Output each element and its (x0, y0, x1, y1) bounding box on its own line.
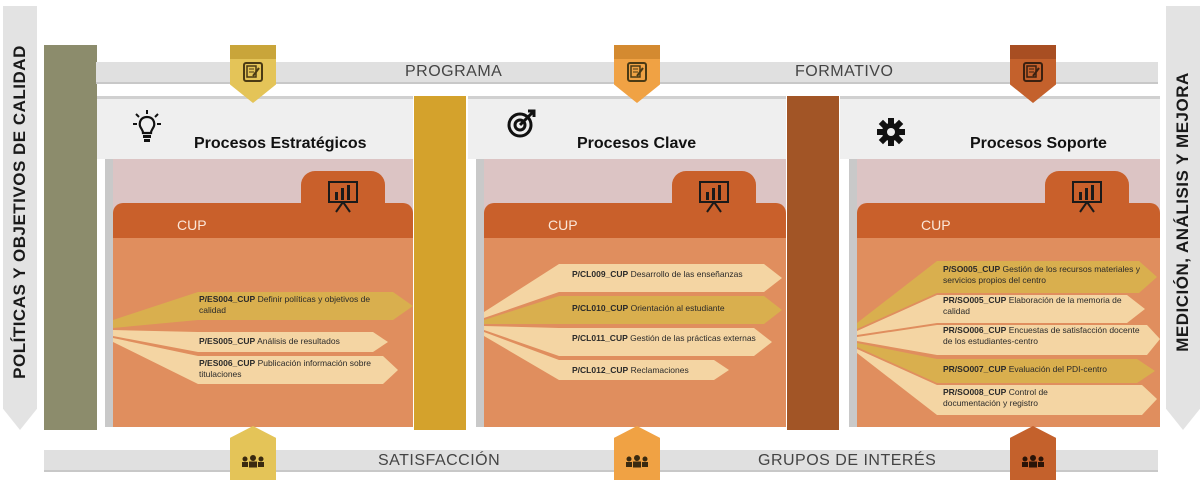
process-code: PR/SO007_CUP (943, 364, 1007, 374)
header-soporte: Procesos Soporte (840, 96, 1160, 159)
presentation-chart-icon (699, 181, 729, 213)
bottom-tab-clave (614, 426, 660, 480)
process-description: Gestión de las prácticas externas (630, 333, 756, 343)
presentation-chart-icon (328, 181, 358, 213)
edit-document-icon (243, 62, 263, 82)
process-code: P/CL011_CUP (572, 333, 628, 343)
process-item: PR/SO006_CUP Encuestas de satisfacción d… (943, 325, 1151, 346)
process-item: P/ES006_CUP Publicación información sobr… (199, 358, 379, 379)
process-description: Definir políticas y objetivos de calidad (199, 294, 371, 315)
chart-tab (301, 171, 385, 237)
process-code: PR/SO005_CUP (943, 295, 1007, 305)
process-item: P/ES005_CUP Análisis de resultados (199, 336, 399, 347)
bottom-band (44, 450, 1158, 472)
cup-label: CUP (177, 217, 207, 233)
process-description: Elaboración de la memoria de calidad (943, 295, 1122, 316)
header-estrategicos: Procesos Estratégicos (97, 96, 413, 159)
bottom-tab-soporte (1010, 426, 1056, 480)
people-group-icon (626, 455, 648, 468)
process-code: P/CL012_CUP (572, 365, 629, 375)
process-item: P/CL010_CUP Orientación al estudiante (572, 303, 782, 314)
process-code: PR/SO008_CUP (943, 387, 1007, 397)
edit-document-icon (627, 62, 647, 82)
chart-tab (1045, 171, 1129, 237)
column-title: Procesos Soporte (970, 135, 1107, 152)
process-description: Evaluación del PDI-centro (1008, 364, 1107, 374)
right-side-arrow (1166, 6, 1200, 430)
target-icon (507, 109, 536, 138)
process-item: P/SO005_CUP Gestión de los recursos mate… (943, 264, 1153, 285)
process-description: Publicación información sobre titulacion… (199, 358, 372, 379)
top-band-left-word: PROGRAMA (405, 63, 503, 80)
fan-arrows-clave (484, 264, 782, 380)
process-code: P/ES005_CUP (199, 336, 256, 346)
process-item: P/ES004_CUP Definir políticas y objetivo… (199, 294, 379, 315)
process-description: Orientación al estudiante (630, 303, 725, 313)
process-description: Encuestas de satisfacción docente de los… (943, 325, 1140, 346)
edit-document-icon (1023, 62, 1043, 82)
presentation-chart-icon (1072, 181, 1102, 213)
gold-divider-bar (414, 96, 466, 430)
process-description: Reclamaciones (630, 365, 689, 375)
olive-column-bar (44, 45, 97, 430)
process-description: Desarrollo de las enseñanzas (630, 269, 743, 279)
cup-label: CUP (921, 217, 951, 233)
process-code: P/ES004_CUP (199, 294, 256, 304)
cup-label: CUP (548, 217, 578, 233)
brown-divider-bar (787, 96, 839, 430)
bottom-band-right-word: GRUPOS DE INTERÉS (758, 452, 937, 469)
process-code: P/CL009_CUP (572, 269, 629, 279)
gear-icon (877, 118, 905, 146)
bottom-band-left-word: SATISFACCIÓN (378, 452, 501, 469)
process-code: PR/SO006_CUP (943, 325, 1007, 335)
process-code: P/ES006_CUP (199, 358, 256, 368)
left-side-arrow (3, 6, 37, 430)
column-title: Procesos Clave (577, 135, 697, 152)
process-code: P/CL010_CUP (572, 303, 629, 313)
process-description: Análisis de resultados (257, 336, 340, 346)
process-item: PR/SO007_CUP Evaluación del PDI-centro (943, 364, 1133, 375)
top-tab-estrategicos (230, 45, 276, 103)
process-item: P/CL009_CUP Desarrollo de las enseñanzas (572, 269, 762, 280)
chart-tab (672, 171, 756, 237)
process-item: P/CL012_CUP Reclamaciones (572, 365, 772, 376)
bottom-tab-estrategicos (230, 426, 276, 480)
process-item: PR/SO005_CUP Elaboración de la memoria d… (943, 295, 1123, 316)
process-description: Gestión de los recursos materiales y ser… (943, 264, 1141, 285)
process-item: PR/SO008_CUP Control de documentación y … (943, 387, 1103, 408)
top-tab-clave (614, 45, 660, 103)
header-clave: Procesos Clave (468, 96, 786, 159)
people-group-icon (242, 455, 264, 468)
people-group-icon (1022, 455, 1044, 468)
process-code: P/SO005_CUP (943, 264, 1001, 274)
top-band-right-word: FORMATIVO (795, 63, 894, 80)
lightbulb-icon (133, 110, 161, 142)
column-title: Procesos Estratégicos (194, 135, 367, 152)
left-side-label: POLÍTICAS Y OBJETIVOS DE CALIDAD (10, 45, 29, 379)
fan-arrows-soporte (857, 261, 1160, 415)
top-tab-soporte (1010, 45, 1056, 103)
process-description: Control de documentación y registro (943, 387, 1048, 408)
fan-arrows-estrategicos (113, 292, 413, 384)
process-item: P/CL011_CUP Gestión de las prácticas ext… (572, 333, 772, 344)
right-side-label: MEDICIÓN, ANÁLISIS Y MEJORA (1173, 72, 1192, 352)
